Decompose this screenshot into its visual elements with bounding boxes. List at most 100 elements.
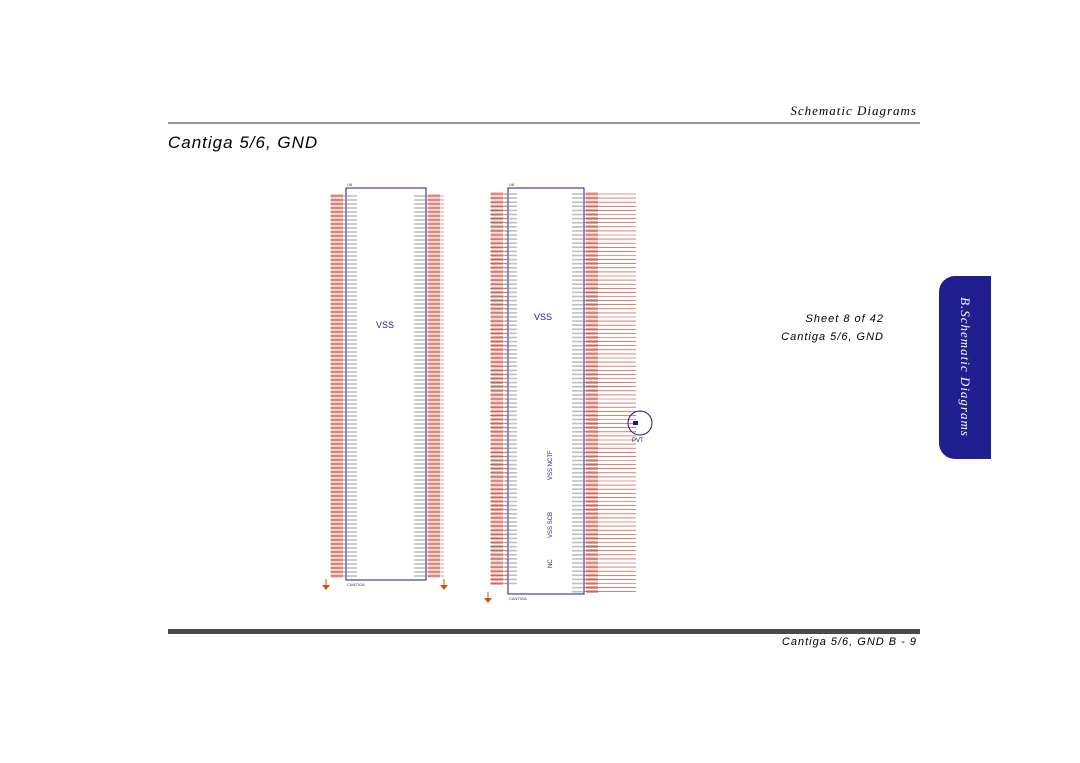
left-pin-text (414, 487, 426, 489)
right-pin-pad (586, 401, 598, 405)
ground-icon (440, 585, 448, 590)
right-pin-pad (491, 307, 503, 311)
left-pin-pad (331, 234, 343, 238)
left-pin-text (345, 263, 357, 265)
left-pin-text (345, 271, 357, 273)
left-pin-pad (428, 462, 440, 466)
left-pin-text (414, 207, 426, 209)
right-pin-pad (491, 553, 503, 557)
left-pin-pad (428, 278, 440, 282)
right-pin-text (572, 447, 584, 449)
side-tab[interactable]: B.Schematic Diagrams (939, 276, 991, 459)
right-pin-text (572, 513, 584, 515)
ground-icon (484, 598, 492, 603)
left-pin-pad (331, 454, 343, 458)
left-pin-pad (331, 330, 343, 334)
left-pin-text (345, 351, 357, 353)
test-point-circle (627, 410, 653, 436)
right-pin-pad (586, 557, 598, 561)
left-pin-text (345, 503, 357, 505)
left-pin-text (345, 399, 357, 401)
left-pin-text (414, 471, 426, 473)
right-pin-text (572, 443, 584, 445)
left-pin-pad (331, 482, 343, 486)
right-pin-text (505, 258, 517, 261)
left-pin-text (414, 559, 426, 561)
right-pin-pad (586, 573, 598, 577)
right-pin-pad (586, 487, 598, 491)
left-pin-text (345, 267, 357, 269)
right-pin-text (572, 472, 584, 474)
left-pin-text (414, 411, 426, 413)
right-pin-text (572, 414, 584, 417)
right-pin-pad (491, 299, 503, 302)
right-pin-text (572, 435, 584, 437)
right-pin-text (572, 554, 584, 556)
right-pin-text (505, 312, 517, 314)
left-pin-pad (331, 202, 343, 206)
left-pin-pad (331, 362, 343, 366)
right-pin-text (572, 570, 584, 572)
left-pin-pad (428, 406, 440, 410)
right-pin-pad (586, 364, 598, 368)
left-pin-pad (428, 234, 440, 238)
left-pin-text (345, 527, 357, 529)
right-pin-text (572, 332, 584, 335)
left-pin-pad (428, 514, 440, 518)
left-pin-pad (428, 554, 440, 558)
left-pin-text (345, 415, 357, 417)
left-pin-text (414, 251, 426, 253)
left-pin-pad (428, 558, 440, 562)
right-pin-text (572, 541, 584, 544)
left-pin-pad (428, 522, 440, 526)
left-pin-text (345, 331, 357, 333)
ground-icon (322, 585, 330, 590)
left-pin-pad (331, 198, 343, 202)
right-pin-pad (586, 204, 598, 208)
right-pin-text (505, 320, 517, 322)
left-pin-pad (331, 414, 343, 418)
right-pin-text (572, 336, 584, 339)
right-pin-text (572, 451, 584, 454)
right-pin-pad (586, 540, 598, 544)
right-pin-text (505, 344, 517, 347)
left-pin-pad (331, 438, 343, 442)
right-pin-text (505, 316, 517, 318)
right-pin-text (572, 217, 584, 220)
right-pin-pad (586, 508, 598, 512)
left-pin-text (345, 327, 357, 329)
left-pin-pad (428, 474, 440, 478)
side-tab-label: B.Schematic Diagrams (958, 297, 973, 437)
right-pin-pad (586, 331, 598, 335)
left-pin-pad (331, 526, 343, 530)
right-pin-text (572, 238, 584, 240)
right-pin-text (505, 533, 517, 536)
left-pin-pad (331, 378, 343, 382)
left-chip-ref: U8 (347, 182, 353, 187)
left-pin-text (414, 447, 426, 449)
left-pin-text (414, 215, 426, 217)
left-pin-pad (428, 470, 440, 474)
left-pin-pad (428, 386, 440, 390)
left-pin-text (414, 351, 426, 353)
left-pin-pad (428, 494, 440, 498)
right-pin-pad (586, 278, 598, 282)
right-pin-pad (491, 528, 503, 532)
ground-symbols (322, 579, 492, 603)
left-pin-text (414, 331, 426, 333)
right-pin-pad (586, 299, 598, 302)
right-pin-pad (491, 278, 503, 282)
left-pin-pad (428, 498, 440, 502)
left-pin-text (414, 547, 426, 549)
right-pin-text (505, 385, 517, 388)
right-pin-pad (491, 401, 503, 405)
left-pin-pad (428, 194, 440, 198)
right-pin-pad (586, 438, 598, 442)
right-pin-pad (491, 376, 503, 380)
left-pin-text (414, 375, 426, 377)
right-pin-pad (491, 266, 503, 270)
left-pin-text (414, 391, 426, 393)
right-pin-pad (491, 454, 503, 458)
right-pin-text (572, 504, 584, 507)
right-pin-pad (491, 520, 503, 524)
